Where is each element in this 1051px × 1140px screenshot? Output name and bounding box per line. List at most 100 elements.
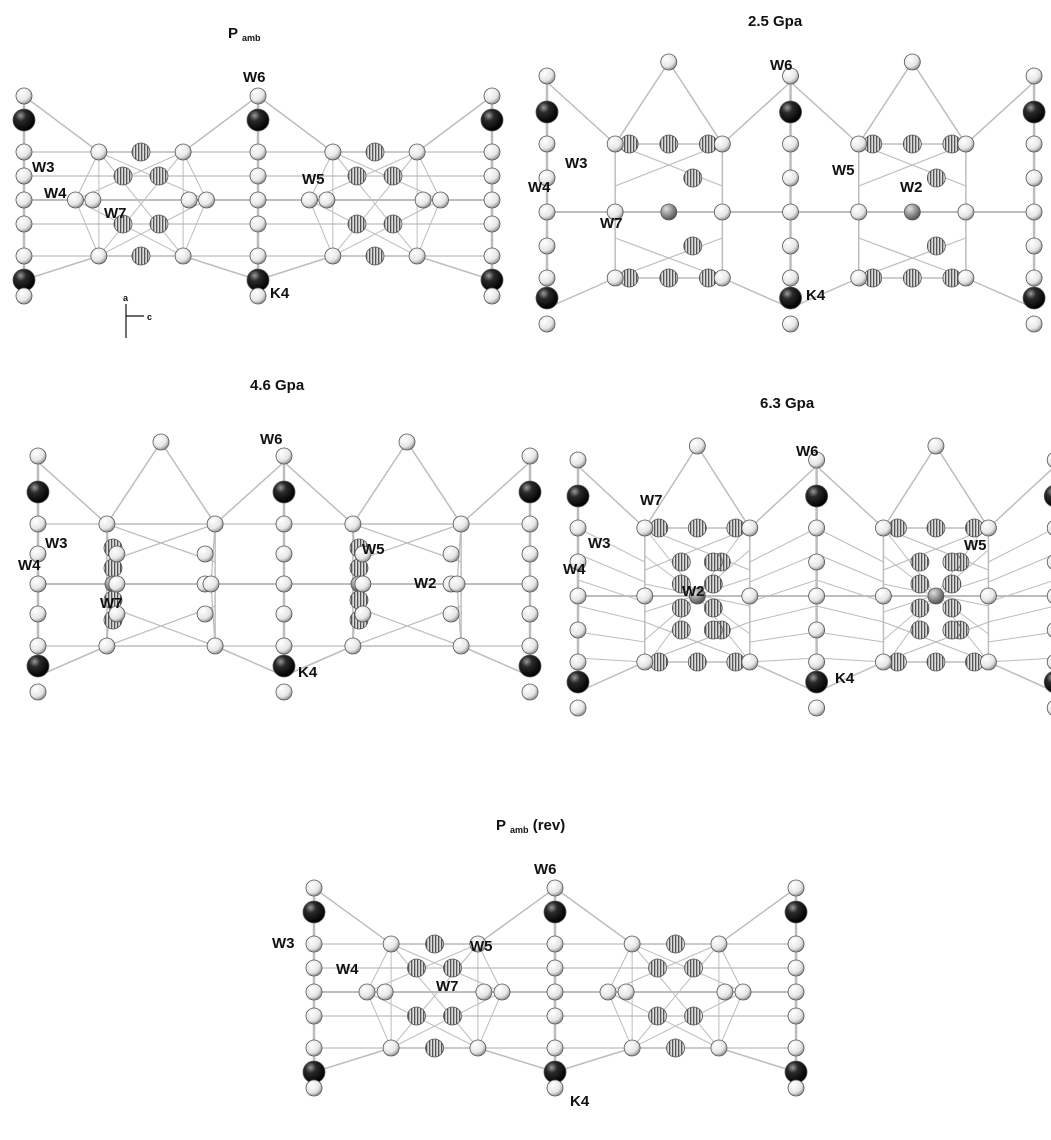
label-w6: W6 <box>260 431 283 448</box>
w-atom <box>1025 315 1043 333</box>
w-atom <box>1046 554 1051 570</box>
w-partial-atom <box>671 574 691 594</box>
w-atom <box>29 515 47 533</box>
bond <box>554 1047 633 1073</box>
w-atom <box>29 637 47 655</box>
panel-3-atoms <box>26 433 542 701</box>
w-atom <box>1025 169 1043 187</box>
bond <box>749 631 818 643</box>
label-w4: W4 <box>528 179 551 196</box>
w-atom <box>782 135 799 153</box>
w-atom <box>324 247 342 265</box>
w-atom <box>538 315 556 333</box>
w-partial-atom <box>910 552 930 572</box>
k-atom <box>535 100 559 124</box>
bond <box>789 81 860 145</box>
label-w2: W2 <box>414 575 437 592</box>
bond <box>815 661 885 693</box>
w-atom <box>636 653 654 671</box>
bond <box>718 943 744 993</box>
label-w3: W3 <box>45 535 68 552</box>
w-atom <box>198 191 215 209</box>
w-atom <box>249 87 267 105</box>
label-w6: W6 <box>796 443 819 460</box>
w-atom <box>546 879 564 897</box>
w-atom <box>275 683 293 701</box>
w-atom <box>716 983 734 1001</box>
w-atom <box>206 515 224 533</box>
w-atom <box>493 983 511 1001</box>
w-atom <box>469 935 487 953</box>
w-partial-atom <box>666 1038 685 1058</box>
w-atom <box>354 575 372 593</box>
bond <box>696 445 751 529</box>
w-atom <box>29 545 47 563</box>
w-partial-atom <box>443 958 462 978</box>
w-partial-atom <box>926 236 946 256</box>
panel-1-atoms <box>12 87 504 305</box>
w-atom <box>275 637 293 655</box>
w-partial-atom <box>365 142 385 162</box>
w-atom <box>782 315 799 333</box>
w-atom <box>249 287 267 305</box>
w-atom <box>787 935 805 953</box>
w-atom <box>617 983 635 1001</box>
bond <box>749 579 818 603</box>
bond <box>416 151 442 201</box>
bond <box>106 441 162 525</box>
w-atom <box>382 935 400 953</box>
bond <box>607 991 633 1049</box>
w-partial-atom <box>425 1038 444 1058</box>
bond <box>308 151 334 201</box>
bond <box>98 151 184 257</box>
label-w2: W2 <box>900 179 923 196</box>
label-w5: W5 <box>470 938 493 955</box>
w-center-atom <box>927 587 945 605</box>
bond <box>74 199 100 257</box>
k-atom <box>543 900 567 924</box>
w-atom <box>152 433 170 451</box>
k-atom <box>1043 671 1051 693</box>
bond <box>816 553 884 583</box>
bond <box>882 445 937 529</box>
w-partial-atom <box>131 142 151 162</box>
w-atom <box>408 143 426 161</box>
w-atom <box>808 699 826 717</box>
bond <box>313 887 392 945</box>
w-atom <box>808 587 826 605</box>
w-atom <box>206 637 224 655</box>
bond <box>23 95 100 153</box>
bond <box>577 553 646 583</box>
w-atom <box>98 515 116 533</box>
k-atom <box>1043 485 1051 507</box>
w-partial-atom <box>942 552 962 572</box>
label-w4: W4 <box>563 561 586 578</box>
bond <box>283 645 354 677</box>
w-atom <box>808 621 826 639</box>
w-atom <box>382 1039 400 1057</box>
k-atom <box>784 900 808 924</box>
k-atom <box>302 900 326 924</box>
bond <box>668 61 724 145</box>
label-w6: W6 <box>243 69 266 86</box>
w-atom <box>29 605 47 623</box>
w-atom <box>358 983 376 1001</box>
w-atom <box>448 575 466 593</box>
label-w7: W7 <box>104 205 127 222</box>
bond <box>816 631 884 643</box>
w-partial-atom <box>703 574 723 594</box>
w-atom <box>782 203 799 221</box>
w-partial-atom <box>407 1006 426 1026</box>
w-partial-atom <box>383 166 403 186</box>
k-atom <box>26 654 50 678</box>
w-atom <box>249 167 267 185</box>
w-atom <box>15 287 33 305</box>
w-atom <box>980 653 997 671</box>
panel-2: 2.5 Gpa W6 W3 W4 W7 W5 W2 K4 <box>528 13 1046 333</box>
w-atom <box>521 605 539 623</box>
bond <box>477 1047 556 1073</box>
w-partial-atom <box>383 214 403 234</box>
bond <box>965 277 1035 309</box>
w-atom <box>452 637 470 655</box>
w-partial-atom <box>149 166 169 186</box>
